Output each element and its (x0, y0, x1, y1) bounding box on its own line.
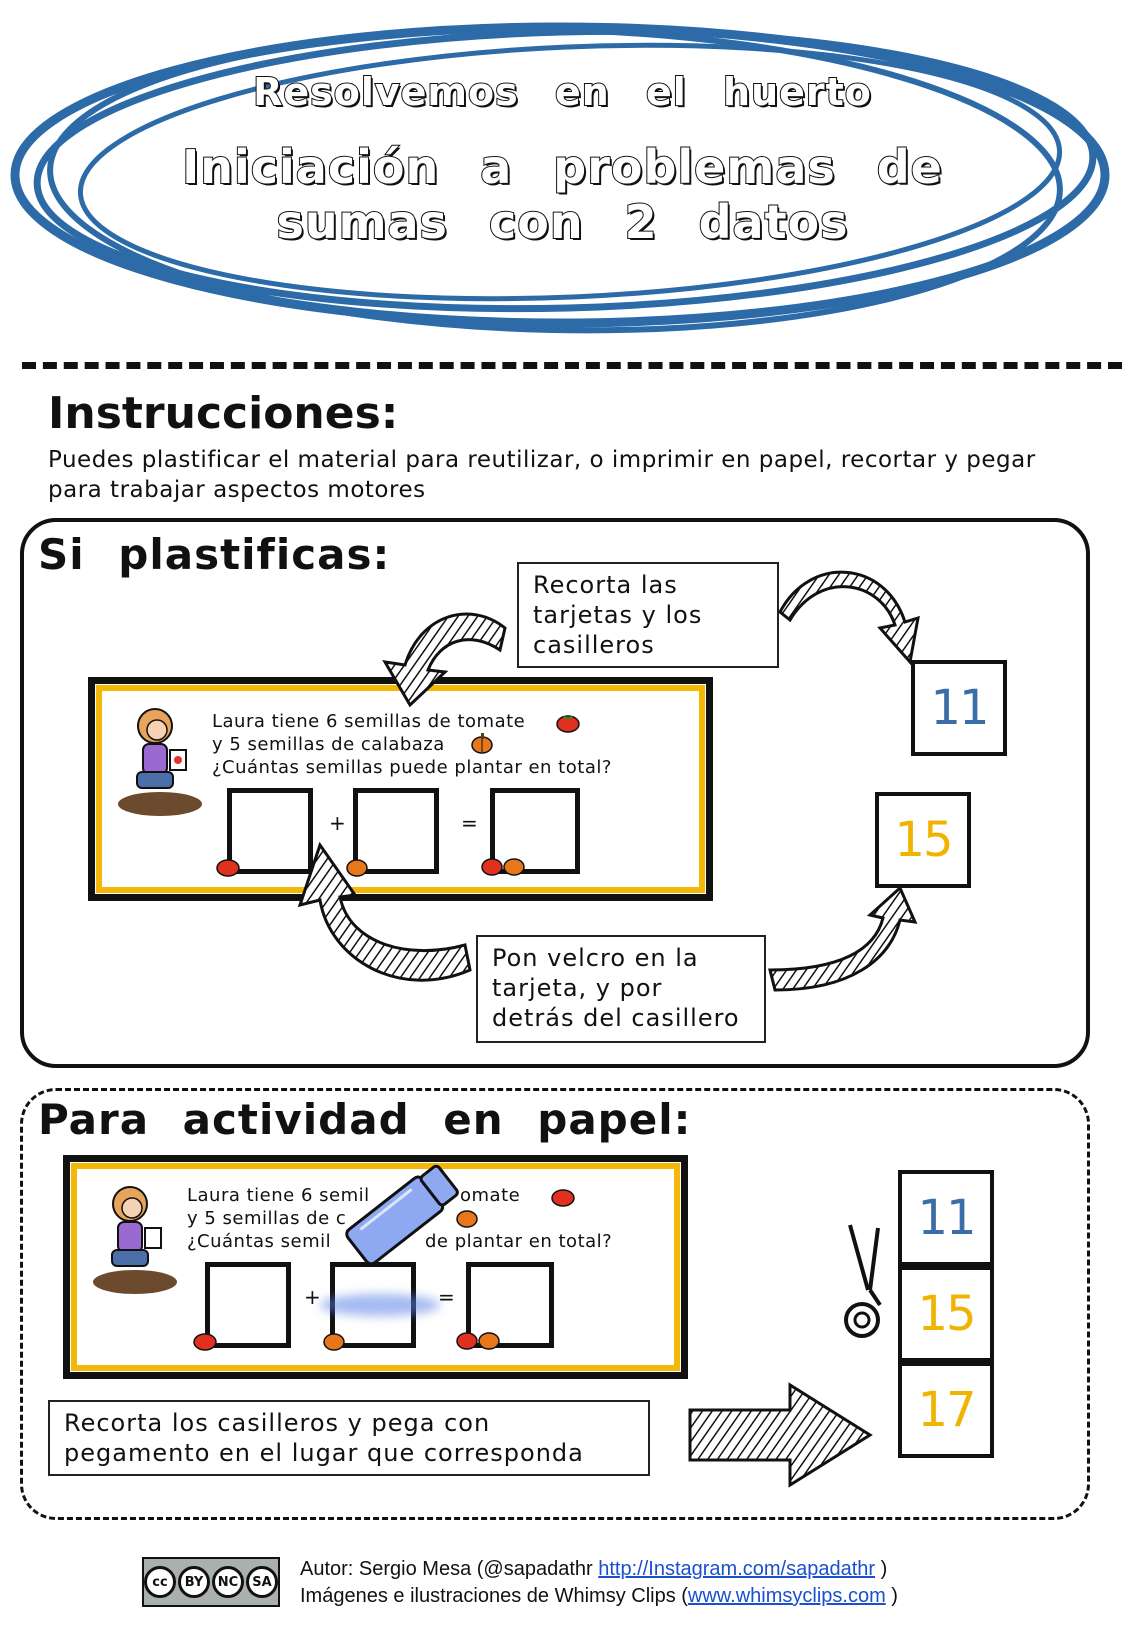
girl-gardener-icon (93, 1186, 177, 1294)
note-velcro: Pon velcro en la tarjeta, y por detrás d… (476, 935, 766, 1043)
sa-icon: SA (246, 1566, 278, 1598)
glue-stick-icon (345, 1164, 459, 1266)
problem-line-1: Laura tiene 6 semillas de tomate (212, 711, 526, 732)
by-icon: BY (178, 1566, 210, 1598)
equals-sign: = (438, 1285, 456, 1309)
paper-heading: Para actividad en papel: (38, 1095, 692, 1144)
ellipse-stroke-1 (10, 22, 1110, 328)
problem-line-1: Laura tiene 6 semil (187, 1185, 370, 1206)
problem-line-2: y 5 semillas de c (187, 1208, 347, 1229)
ellipse-stroke-4 (77, 42, 1063, 302)
tomato-icon (216, 859, 240, 877)
scissors-icon (844, 1224, 882, 1338)
credits-suffix: ) (885, 1585, 898, 1607)
pumpkin-icon (346, 859, 368, 877)
number-card-11[interactable]: 11 (911, 660, 1007, 756)
glue-smear (320, 1294, 440, 1316)
title-ellipse-decoration (10, 22, 1110, 334)
problem-card: Laura tiene 6 semillas de tomate y 5 sem… (88, 677, 713, 901)
tomato-pumpkin-icon (481, 858, 525, 876)
title-line-2: sumas con 2 datos (275, 194, 849, 250)
cut-divider (22, 362, 1122, 369)
plus-sign: + (329, 811, 347, 835)
number-card-15[interactable]: 15 (898, 1266, 994, 1362)
paper-panel (20, 1088, 1090, 1520)
answer-box-1[interactable] (227, 788, 313, 874)
problem-line-3: ¿Cuántas semillas puede plantar en total… (212, 757, 612, 778)
problem-line-1b: omate (460, 1185, 521, 1206)
number-card-11[interactable]: 11 (898, 1170, 994, 1266)
cc-license-badge[interactable]: cc BY NC SA (142, 1557, 280, 1607)
problem-line-3b: de plantar en total? (425, 1231, 613, 1252)
number-card-value: 17 (917, 1382, 976, 1438)
author-line: Autor: Sergio Mesa (@sapadathr http://In… (300, 1558, 887, 1581)
answer-box-1[interactable] (205, 1262, 291, 1348)
credits-text: Imágenes e ilustraciones de Whimsy Clips… (300, 1585, 688, 1607)
problem-line-3: ¿Cuántas semil (187, 1231, 332, 1252)
title-line-1: Iniciación a problemas de (181, 139, 943, 195)
tomato-icon (551, 1189, 575, 1207)
plus-sign: + (304, 1285, 322, 1309)
whimsyclips-link[interactable]: www.whimsyclips.com (687, 1585, 886, 1607)
laminate-panel (20, 518, 1090, 1068)
pumpkin-icon (456, 1210, 478, 1228)
girl-gardener-icon (118, 708, 202, 816)
laminate-heading: Si plastificas: (38, 530, 391, 579)
number-card-17[interactable]: 17 (898, 1362, 994, 1458)
tomato-icon (193, 1333, 217, 1351)
number-card-value: 15 (917, 1286, 976, 1342)
author-text: Autor: Sergio Mesa (@sapadathr (300, 1558, 599, 1580)
problem-line-2: y 5 semillas de calabaza (212, 734, 445, 755)
tomato-icon (556, 715, 580, 733)
problem-card-paper: Laura tiene 6 semil omate y 5 semillas d… (63, 1155, 688, 1379)
subtitle: Resolvemos en el huerto (252, 69, 872, 115)
number-card-value: 11 (917, 1190, 976, 1246)
ellipse-stroke-3 (47, 26, 1063, 334)
note-cut-and-glue: Recorta los casilleros y pega con pegame… (48, 1400, 650, 1476)
tomato-pumpkin-icon (456, 1332, 500, 1350)
number-card-15[interactable]: 15 (875, 792, 971, 888)
author-suffix: ) (875, 1558, 888, 1580)
nc-icon: NC (212, 1566, 244, 1598)
cc-icon: cc (144, 1566, 176, 1598)
pumpkin-icon (323, 1333, 345, 1351)
answer-box-3[interactable] (466, 1262, 554, 1348)
instructions-heading: Instrucciones: (48, 388, 399, 439)
pumpkin-icon (471, 733, 493, 754)
note-cut-cards: Recorta las tarjetas y los casilleros (517, 562, 779, 668)
number-card-value: 15 (894, 812, 953, 868)
instructions-text: Puedes plastificar el material para reut… (48, 447, 1036, 503)
instagram-link[interactable]: http://Instagram.com/sapadathr (598, 1558, 876, 1580)
number-card-value: 11 (930, 680, 989, 736)
credits-line: Imágenes e ilustraciones de Whimsy Clips… (300, 1585, 898, 1608)
equals-sign: = (461, 811, 479, 835)
answer-box-3[interactable] (490, 788, 580, 874)
